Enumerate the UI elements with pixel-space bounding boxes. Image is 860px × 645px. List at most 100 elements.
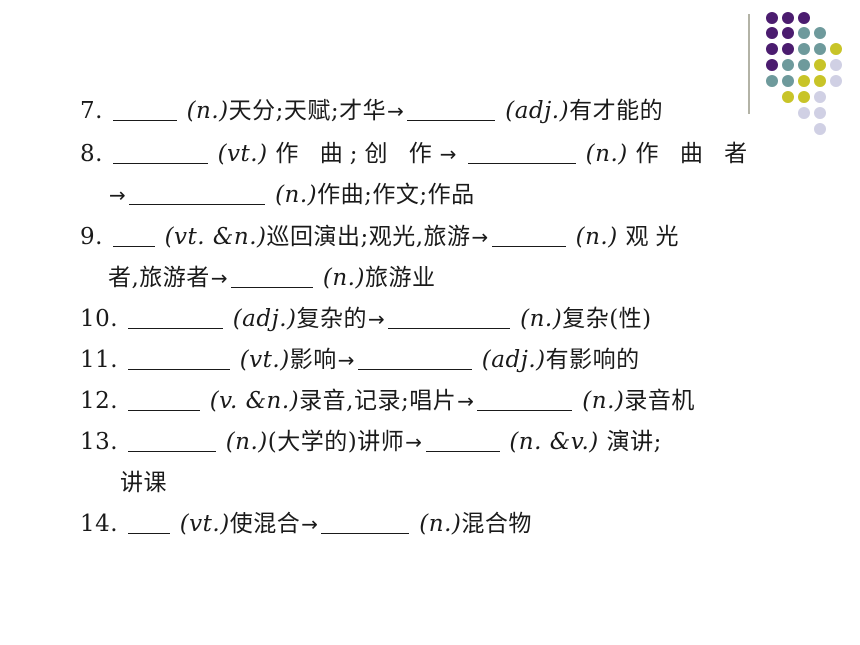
dot-teal: [798, 43, 810, 55]
word-meaning: 有影响的: [545, 347, 640, 373]
part-of-speech: (n.): [225, 429, 268, 455]
part-of-speech: (n.): [186, 98, 229, 124]
dot-purple: [766, 27, 778, 39]
dot-lavender: [814, 91, 826, 103]
dot-purple: [766, 59, 778, 71]
part-of-speech: (n.): [575, 224, 618, 250]
word-meaning: 观光: [625, 224, 686, 250]
answer-blank[interactable]: [321, 513, 410, 534]
item-10: 10. (adj.)复杂的→ (n.)复杂(性): [80, 304, 652, 334]
word-meaning: (大学的)讲师: [267, 429, 405, 455]
word-meaning: 讲课: [120, 470, 167, 496]
answer-blank[interactable]: [127, 513, 170, 534]
part-of-speech: (n.): [520, 306, 563, 332]
part-of-speech: (n. &v.): [509, 429, 599, 455]
answer-blank[interactable]: [425, 431, 500, 452]
dot-purple: [798, 12, 810, 24]
dot-olive: [798, 75, 810, 87]
item-13: 13. (n.)(大学的)讲师→ (n. &v.) 演讲;: [80, 427, 662, 457]
arrow-right-icon: →: [457, 389, 475, 413]
dot-purple: [766, 12, 778, 24]
item-number: 13.: [80, 429, 119, 455]
arrow-right-icon: →: [301, 512, 319, 536]
item-number: 10.: [80, 306, 119, 332]
dot-purple: [782, 27, 794, 39]
word-meaning: 复杂的: [296, 306, 368, 332]
arrow-right-icon: →: [210, 266, 229, 290]
item-7: 7. (n.)天分;天赋;才华→ (adj.)有才能的: [80, 96, 663, 126]
answer-blank[interactable]: [388, 308, 511, 329]
part-of-speech: (n.): [419, 511, 462, 537]
answer-blank[interactable]: [129, 184, 266, 205]
dot-purple: [782, 43, 794, 55]
item-number: 14.: [80, 511, 119, 537]
item-number: 8.: [80, 141, 103, 167]
word-meaning: 旅游业: [364, 265, 436, 291]
part-of-speech: (vt.): [239, 347, 290, 373]
dot-lavender: [814, 123, 826, 135]
dot-lavender: [798, 107, 810, 119]
part-of-speech: (adj.): [481, 347, 546, 373]
word-meaning: 录音,记录;唱片: [299, 388, 457, 414]
dot-olive: [814, 59, 826, 71]
word-meaning: 作 曲 者: [635, 141, 755, 167]
answer-blank[interactable]: [357, 349, 472, 370]
part-of-speech: (n.): [322, 265, 365, 291]
answer-blank[interactable]: [127, 390, 200, 411]
arrow-right-icon: →: [109, 183, 127, 207]
answer-blank[interactable]: [112, 226, 155, 247]
dot-purple: [766, 43, 778, 55]
part-of-speech: (adj.): [505, 98, 570, 124]
word-meaning: 复杂(性): [562, 306, 652, 332]
arrow-right-icon: →: [439, 142, 458, 166]
word-meaning: 影响: [289, 347, 337, 373]
dot-olive: [798, 91, 810, 103]
part-of-speech: (n.): [585, 141, 628, 167]
item-9: 9. (vt. &n.)巡回演出;观光,旅游→ (n.) 观光: [80, 222, 686, 252]
answer-blank[interactable]: [127, 431, 216, 452]
word-meaning: 混合物: [461, 511, 532, 537]
answer-blank[interactable]: [467, 143, 576, 164]
dot-lavender: [814, 107, 826, 119]
word-meaning: 天分;天赋;才华: [228, 98, 387, 124]
item-number: 11.: [80, 347, 119, 373]
part-of-speech: (vt.): [217, 141, 268, 167]
dot-olive: [814, 75, 826, 87]
item-9-continued: 者,旅游者→ (n.)旅游业: [108, 263, 435, 293]
word-meaning: 录音机: [624, 388, 695, 414]
part-of-speech: (vt.): [179, 511, 230, 537]
dot-lavender: [830, 75, 842, 87]
dot-teal: [766, 75, 778, 87]
word-meaning: 使混合: [229, 511, 301, 537]
part-of-speech: (n.): [275, 182, 318, 208]
dot-teal: [814, 27, 826, 39]
arrow-right-icon: →: [471, 225, 489, 249]
arrow-right-icon: →: [387, 99, 405, 123]
dot-teal: [782, 75, 794, 87]
answer-blank[interactable]: [491, 226, 566, 247]
item-14: 14. (vt.)使混合→ (n.)混合物: [80, 509, 532, 539]
answer-blank[interactable]: [112, 143, 208, 164]
word-meaning: 演讲;: [606, 429, 662, 455]
item-number: 9.: [80, 224, 103, 250]
arrow-right-icon: →: [337, 348, 355, 372]
dot-teal: [798, 27, 810, 39]
answer-blank[interactable]: [231, 267, 314, 288]
answer-blank[interactable]: [407, 100, 496, 121]
answer-blank[interactable]: [112, 100, 177, 121]
answer-blank[interactable]: [127, 308, 223, 329]
item-13-continued: 讲课: [120, 468, 167, 498]
part-of-speech: (vt. &n.): [164, 224, 267, 250]
part-of-speech: (n.): [582, 388, 625, 414]
item-number: 12.: [80, 388, 119, 414]
answer-blank[interactable]: [127, 349, 230, 370]
answer-blank[interactable]: [477, 390, 573, 411]
word-meaning: 有才能的: [569, 98, 664, 124]
word-meaning: 巡回演出;观光,旅游: [266, 224, 471, 250]
dot-teal: [814, 43, 826, 55]
dot-teal: [782, 59, 794, 71]
word-meaning: 作 曲;创 作: [275, 141, 439, 167]
item-11: 11. (vt.)影响→ (adj.)有影响的: [80, 345, 640, 375]
item-12: 12. (v. &n.)录音,记录;唱片→ (n.)录音机: [80, 386, 695, 416]
arrow-right-icon: →: [405, 430, 423, 454]
